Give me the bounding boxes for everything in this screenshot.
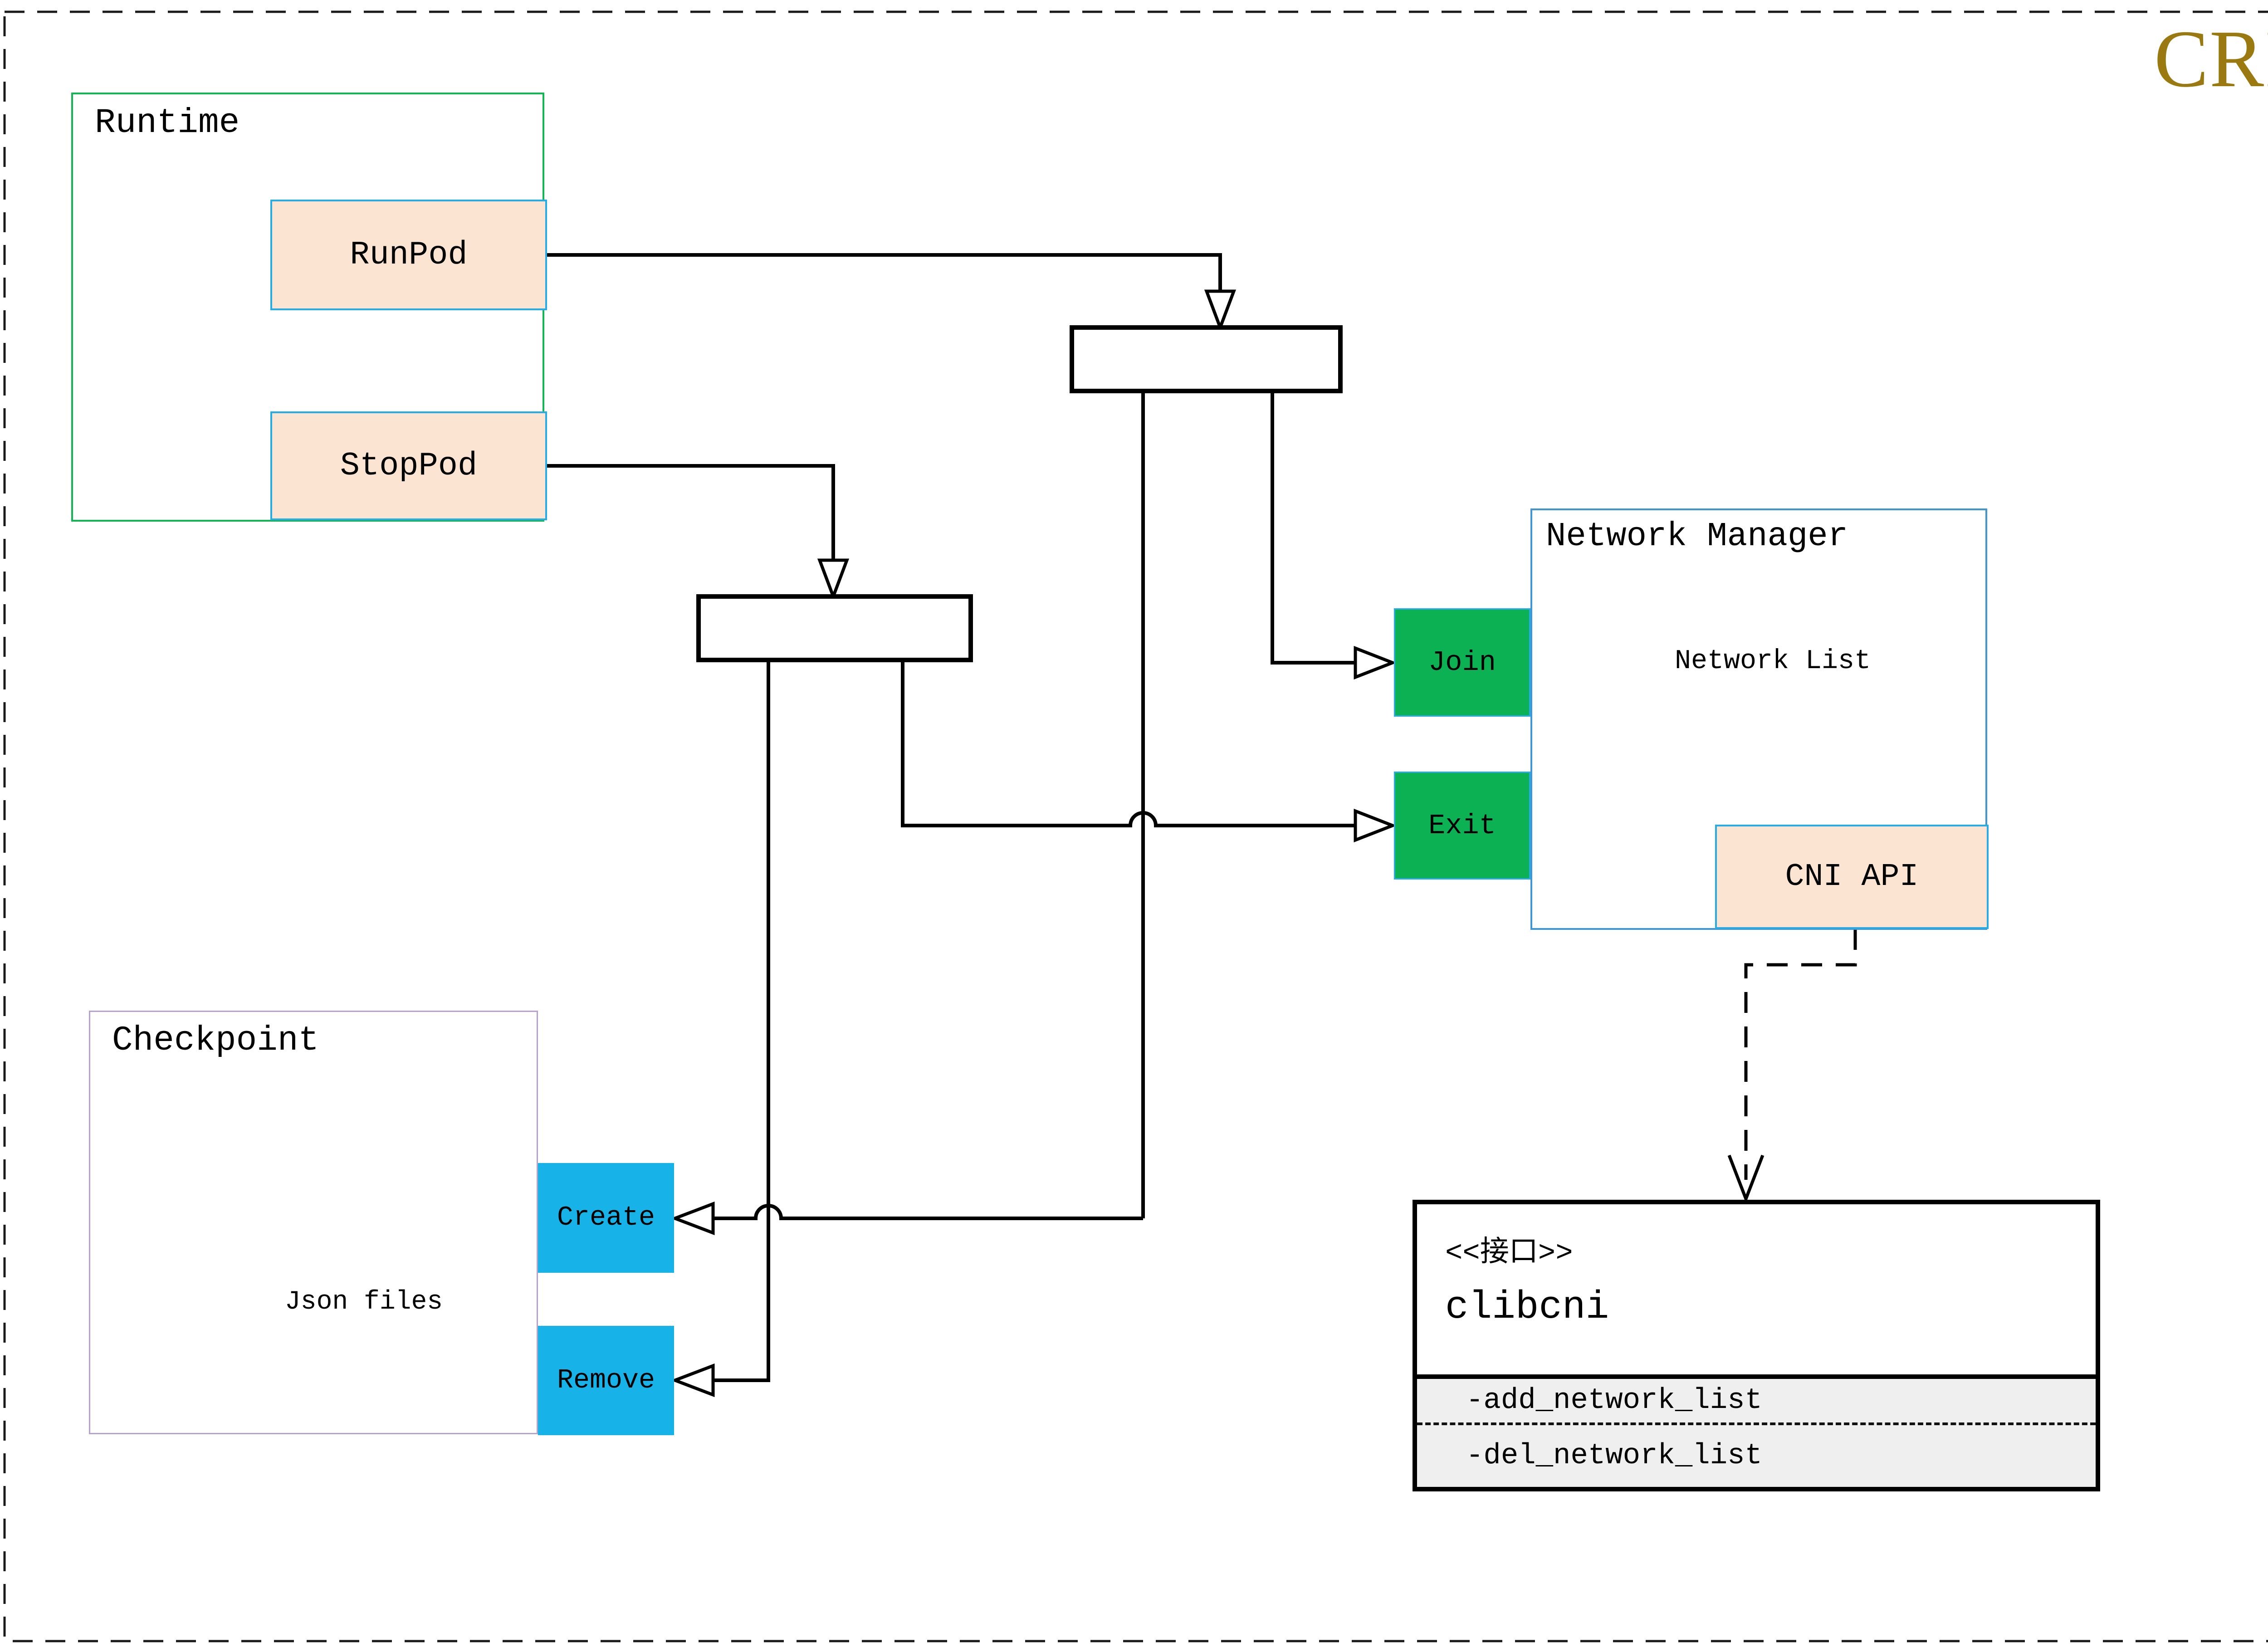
wire-stoppod-to-junction2	[547, 464, 835, 560]
create-node: Create	[538, 1163, 674, 1273]
clibcni-methods-section: -add_network_list -del_network_list	[1417, 1374, 2096, 1487]
arrowhead-right-join-icon	[1354, 645, 1397, 680]
clibcni-interface-box: <<接口>> clibcni -add_network_list -del_ne…	[1413, 1200, 2100, 1491]
wire-cniapi-to-clibcni-dashed	[1744, 929, 1857, 1180]
arrowhead-left-create-icon	[670, 1201, 715, 1236]
wire-junction2-to-exit	[901, 660, 1355, 827]
json-files-label: Json files	[285, 1287, 443, 1317]
join-node: Join	[1394, 608, 1530, 717]
arrowhead-down-junction1-icon	[1204, 289, 1237, 332]
wire-junction1-to-join	[1271, 391, 1355, 665]
exit-node: Exit	[1394, 772, 1530, 880]
clibcni-header: <<接口>> clibcni	[1417, 1204, 2096, 1374]
arrowhead-down-junction2-icon	[817, 558, 850, 601]
arrowhead-left-remove-icon	[670, 1363, 715, 1398]
runpod-node: RunPod	[270, 200, 547, 310]
wire-junction2-to-remove	[713, 660, 770, 1382]
wire-to-create	[713, 1204, 1143, 1220]
outer-dashed-border	[3, 10, 2268, 1642]
clibcni-name: clibcni	[1445, 1285, 1609, 1329]
page-title: CRI	[2154, 14, 2268, 104]
clibcni-stereotype: <<接口>>	[1445, 1237, 1573, 1270]
junction-bar-runpod	[1070, 325, 1343, 393]
checkpoint-label: Checkpoint	[112, 1021, 319, 1060]
wire-runpod-to-junction1	[547, 253, 1222, 291]
open-arrowhead-down-icon	[1727, 1154, 1765, 1203]
junction-bar-stoppod	[696, 594, 973, 662]
network-list-label: Network List	[1675, 646, 1871, 677]
runtime-label: Runtime	[95, 103, 240, 142]
network-manager-label: Network Manager	[1546, 518, 1848, 556]
clibcni-method-del: -del_network_list	[1466, 1440, 1762, 1472]
clibcni-method-add: -add_network_list	[1417, 1379, 2096, 1425]
checkpoint-box: Checkpoint	[89, 1011, 538, 1434]
remove-node: Remove	[538, 1326, 674, 1435]
stoppod-node: StopPod	[270, 411, 547, 520]
arrowhead-right-exit-icon	[1354, 808, 1397, 843]
cni-api-node: CNI API	[1715, 825, 1989, 929]
